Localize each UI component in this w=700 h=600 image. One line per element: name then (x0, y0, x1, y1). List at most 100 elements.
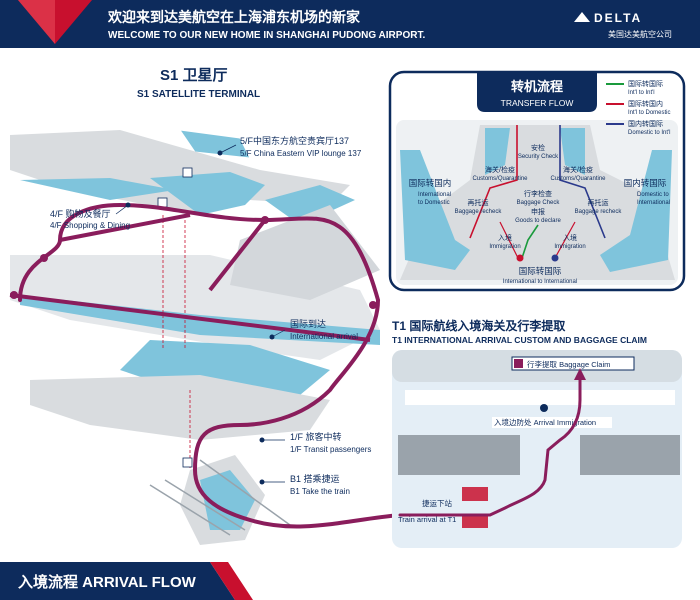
delta-logo-icon (574, 12, 590, 22)
t1-block-left (398, 435, 520, 475)
security-cn: 安检 (531, 143, 545, 152)
immigration-right-cn: 入境 (563, 233, 577, 242)
t1-block-right (580, 435, 680, 475)
t1-counter-row (405, 390, 675, 405)
customs-right-cn: 海关/检疫 (563, 165, 593, 174)
footer: 入境流程 ARRIVAL FLOW (0, 562, 253, 600)
delta-widget-logo-shade (18, 0, 55, 44)
transfer-legend: 国际转国际 Int'l to Int'l 国际转国内 Int'l to Dome… (606, 79, 671, 136)
route-links (499, 221, 576, 259)
transfer-title-cn: 转机流程 (511, 79, 563, 94)
callout-line-5f (219, 144, 237, 154)
purple-route-branch (59, 213, 267, 292)
d2i-cn: 国内转国际 (624, 178, 667, 188)
immigration-sign (492, 417, 612, 428)
i2d-cn: 国际转国内 (409, 178, 452, 188)
floor-5f (178, 129, 251, 159)
route-node (369, 301, 377, 309)
label-transit-cn: 1/F 旅客中转 (290, 431, 342, 442)
legend-d2i-cn: 国内转国际 (628, 119, 663, 128)
transfer-wing-left (400, 150, 470, 270)
route-i2i (521, 224, 539, 259)
i2d-en-line2: to Domestic (418, 200, 450, 206)
transfer-title-en: TRANSFER FLOW (501, 98, 574, 108)
immigration-label: 入境边防处 Arrival Immigration (494, 417, 596, 427)
customs-right-en: Customs/Quarantine (550, 176, 606, 182)
purple-route-arrival-floor (9, 293, 371, 342)
transfer-building (400, 125, 675, 280)
elevator-icon (182, 167, 193, 178)
baggage-check-en: Baggage Check (517, 200, 561, 206)
callout-dot-4f (125, 202, 131, 208)
immigration-right-en: Immigration (554, 244, 585, 250)
train-arrival-label: Train arrival at T1 (398, 515, 456, 524)
t1-title-cn: T1 国际航线入境海关及行李提取 (392, 318, 565, 333)
callout-dot-arrival (269, 334, 275, 340)
vertical-connectors (162, 215, 191, 470)
floor-4f-center (150, 172, 265, 215)
callout-dot-5f (217, 150, 223, 156)
i2d-en-line: International (418, 192, 451, 198)
immigration-left-en: Immigration (489, 244, 520, 250)
recheck-left-cn: 再托运 (468, 198, 489, 207)
label-4f-cn: 4/F 购物及餐厅 (50, 208, 111, 219)
rail-lines (149, 459, 291, 536)
customs-left-en: Customs/Quarantine (472, 176, 528, 182)
elevator-icon (157, 197, 168, 208)
legend-i2i-en: Int'l to Int'l (628, 90, 655, 96)
header-title-en: WELCOME TO OUR NEW HOME IN SHANGHAI PUDO… (108, 30, 425, 41)
callout-dot-train (259, 479, 265, 485)
footer-tab (0, 562, 235, 600)
s1-title-cn: S1 卫星厅 (160, 67, 228, 84)
callout-dot-transit (259, 437, 265, 443)
d2i-en-line: Domestic to (637, 192, 669, 198)
label-5f-cn: 5/F中国东方航空贵宾厅137 (240, 135, 349, 146)
s1-title-en: S1 SATELLITE TERMINAL (137, 89, 260, 100)
arrival-node-blue (551, 254, 559, 262)
label-arrival-en: International arrival (290, 332, 358, 341)
floor-b1-station (200, 470, 255, 530)
declare-en: Goods to declare (515, 218, 561, 224)
customs-left-cn: 海关/检疫 (485, 165, 515, 174)
floor-4f-right (265, 185, 355, 225)
route-d2i (559, 125, 606, 239)
route-node (40, 254, 48, 262)
transfer-pier-right (560, 128, 585, 175)
recheck-left-en: Baggage recheck (455, 209, 503, 215)
transfer-title-tab (477, 72, 597, 112)
baggage-check-cn: 行李检查 (524, 189, 552, 198)
s1-callouts: 5/F中国东方航空贵宾厅137 5/F China Eastern VIP lo… (50, 135, 371, 496)
i2i-cn: 国际转国际 (519, 266, 562, 276)
legend-d2i-en: Domestic to Int'l (628, 130, 671, 136)
declare-cn: 申报 (531, 207, 545, 216)
floor-4f-left-wing (20, 178, 175, 200)
route-i2d (469, 125, 518, 239)
purple-route-s1 (18, 202, 402, 529)
t1-arrival-map: 行李提取 Baggage Claim 入境边防处 Arrival Immigra… (392, 350, 682, 548)
s1-terminal-illustration (9, 129, 402, 545)
header-title-cn: 欢迎来到达美航空在上海浦东机场的新家 (107, 9, 361, 25)
label-train-cn: B1 搭乘捷运 (290, 473, 340, 484)
route-node (10, 291, 18, 299)
officer-icon (540, 404, 548, 412)
t1-title-en: T1 INTERNATIONAL ARRIVAL CUSTOM AND BAGG… (392, 335, 647, 345)
route-arrow-icon (574, 368, 586, 380)
d2i-en-line2: International (637, 200, 670, 206)
label-arrival-cn: 国际到达 (290, 318, 326, 329)
recheck-right-en: Baggage recheck (575, 209, 623, 215)
security-en: Security Check (518, 154, 559, 160)
brand-name: DELTA (594, 11, 642, 25)
arrival-node-red (516, 254, 524, 262)
footer-accent (210, 562, 253, 600)
i2i-en: International to International (503, 279, 577, 285)
baggage-claim-sign (511, 356, 635, 371)
transfer-flow-panel: 转机流程 TRANSFER FLOW 国际转国际 Int'l to Int'l … (388, 70, 686, 292)
elevator-icon (182, 457, 193, 468)
legend-i2d-cn: 国际转国内 (628, 99, 663, 108)
legend-i2d-en: Int'l to Domestic (628, 110, 671, 116)
label-4f-en: 4/F Shopping & Dining (50, 221, 130, 230)
baggage-claim-label: 行李提取 Baggage Claim (527, 359, 610, 369)
escalator-icon (462, 487, 488, 528)
purple-route-t1 (398, 373, 582, 517)
